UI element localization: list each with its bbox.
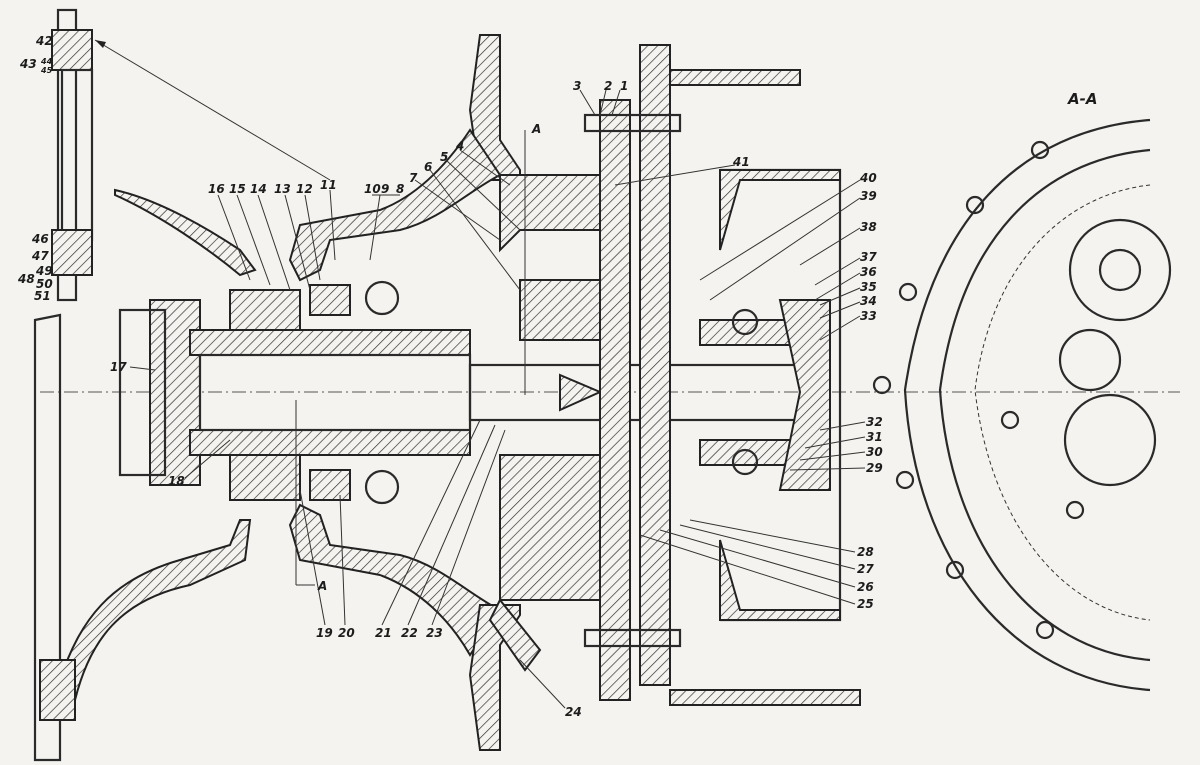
callout-37: 37	[860, 250, 877, 264]
callout-23: 23	[426, 626, 443, 640]
hub-housing	[229, 34, 521, 751]
callout-30: 30	[866, 445, 883, 459]
callout-42: 42	[35, 34, 53, 48]
wheel-disc	[33, 188, 257, 762]
callout-44: 44	[40, 57, 53, 66]
callout-40: 40	[859, 171, 877, 185]
callout-49: 49	[35, 264, 53, 278]
callout-19: 19	[316, 626, 333, 640]
callout-33: 33	[860, 309, 877, 323]
callout-2: 2	[604, 79, 612, 93]
callout-34: 34	[860, 294, 877, 308]
callout-4: 4	[455, 139, 464, 153]
bearings	[309, 280, 759, 505]
section-title: A-A	[1067, 90, 1097, 108]
section-marker-top: A	[531, 122, 541, 136]
callout-43: 43	[19, 57, 37, 71]
leader-lines	[129, 89, 866, 709]
callout-36: 36	[860, 265, 877, 279]
callout-27: 27	[857, 562, 874, 576]
callout-50: 50	[36, 277, 53, 291]
callout-12: 12	[296, 182, 313, 196]
callout-46: 46	[31, 232, 49, 246]
callout-39: 39	[860, 189, 877, 203]
callout-18: 18	[168, 474, 185, 488]
callout-11: 11	[320, 178, 337, 192]
callout-24: 24	[565, 705, 582, 719]
callout-3: 3	[573, 79, 581, 93]
callout-10: 10	[364, 182, 381, 196]
callout-26: 26	[857, 580, 874, 594]
axle-shaft	[118, 299, 802, 486]
callout-20: 20	[338, 626, 355, 640]
callout-8: 8	[396, 182, 404, 196]
callout-51: 51	[34, 289, 51, 303]
callout-32: 32	[866, 415, 883, 429]
callout-16: 16	[208, 182, 225, 196]
callout-5: 5	[440, 150, 448, 164]
callout-13: 13	[274, 182, 291, 196]
planetary-carrier	[488, 44, 861, 706]
callout-17: 17	[110, 360, 127, 374]
callout-28: 28	[857, 545, 874, 559]
callout-38: 38	[860, 220, 877, 234]
callout-15: 15	[229, 182, 246, 196]
callout-14: 14	[250, 182, 267, 196]
callout-31: 31	[866, 430, 883, 444]
section-a-a-view	[872, 118, 1172, 692]
callout-labels: 1 2 3 4 5 6 7 8 9 10 11 12 13 14 15 16 1…	[17, 34, 1097, 719]
callout-6: 6	[424, 160, 432, 174]
callout-35: 35	[860, 280, 877, 294]
callout-22: 22	[401, 626, 418, 640]
callout-29: 29	[866, 461, 883, 475]
callout-25: 25	[857, 597, 874, 611]
callout-45: 45	[40, 66, 53, 75]
seal-detail-inset	[51, 8, 331, 302]
callout-21: 21	[375, 626, 392, 640]
callout-1: 1	[620, 79, 628, 93]
callout-48: 48	[17, 272, 35, 286]
callout-7: 7	[409, 171, 418, 185]
callout-41: 41	[732, 155, 750, 169]
section-marker-bottom: A	[317, 579, 327, 593]
callout-9: 9	[381, 182, 389, 196]
callout-47: 47	[31, 249, 49, 263]
